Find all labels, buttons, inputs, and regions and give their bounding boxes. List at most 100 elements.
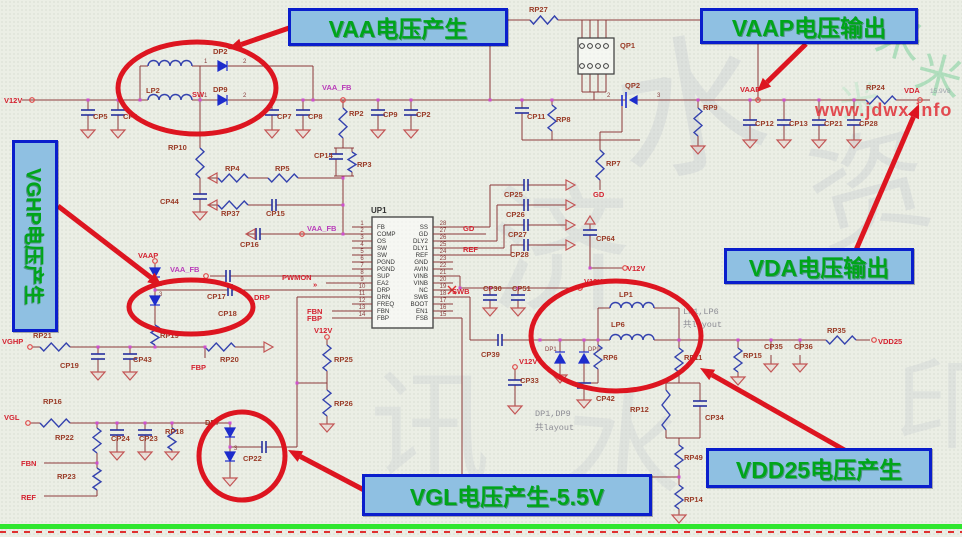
component-ref: RP25 [334,355,353,364]
ic-pin-number: 23 [440,256,447,262]
label: 共layout [683,320,722,330]
net-node [871,337,877,343]
component-ref: CP30 [483,284,502,293]
ground-symbol [79,129,97,139]
ic-pin-name: SS [420,224,428,231]
label: DP9 [588,347,600,353]
ic-pin-name: VINB [414,273,428,280]
ic-pin-number: 17 [440,298,447,304]
net-label: FBN [307,307,322,316]
watermark-glyph: 水 [558,375,690,524]
resistor [321,389,333,417]
resistor [217,172,249,184]
component-ref: LP1 [619,290,633,299]
component-ref: RP22 [55,433,74,442]
label: 1 [204,93,208,99]
connector-arrow-right [565,218,577,232]
component-ref: RP16 [43,397,62,406]
ic-pin-number: 25 [440,242,447,248]
highlight-ellipse [196,409,288,503]
label: DP1 [545,347,557,353]
ic-pin-name: BOOT [410,301,428,308]
diode [148,295,162,307]
resistor [217,199,249,211]
component-ref: CP12 [755,119,774,128]
resistor [91,427,103,454]
ic-pin-number: 3 [360,235,364,241]
component-ref: CP6 [123,112,138,121]
component-ref: CP15 [266,209,285,218]
net-label: DRP [254,293,270,302]
component-ref: RP37 [221,209,240,218]
net-node [25,420,31,426]
net-label: V12V [519,357,537,366]
component-ref: CP17 [207,292,226,301]
ground-symbol [294,129,312,139]
component-ref: RP26 [334,399,353,408]
ic-pin-name: SW [377,252,387,259]
ground-symbol [191,211,209,221]
resistor [39,341,71,353]
label: 2 [607,93,611,99]
label: DP1,DP9 [535,409,571,419]
ground-symbol [263,129,281,139]
net-label: V12V [314,326,332,335]
ic-pin-number: 13 [359,305,366,311]
bottom-red-dashes [0,531,962,533]
ic-pin-number: 2 [360,228,364,234]
net-node [622,265,628,271]
component-ref: DP9 [213,85,228,94]
diode [553,351,567,364]
ic-pin-name: DLY2 [413,238,429,245]
component-ref: CP28 [859,119,878,128]
ic-pin-number: 11 [359,291,366,297]
ground-symbol [775,139,793,149]
ground-symbol [670,514,688,524]
watermark-glyph: 资 [794,108,946,273]
diode [223,427,237,439]
component-ref: RP14 [684,495,704,504]
label: 3 [657,93,661,99]
red-overlay [56,24,919,503]
component-ref: CP44 [160,197,180,206]
resistor [194,147,206,179]
ic-pin-number: 18 [440,291,447,297]
net-label: FBP [191,363,206,372]
ic-pin-name: EA2 [377,280,389,287]
ic-pin-name: COMP [377,231,396,238]
component-ref: LP6 [611,320,625,329]
label: 3 [159,292,163,298]
ic-pin-name: GD [419,231,429,238]
label: LP1,LP6 [683,307,719,317]
ground-symbol [109,129,127,139]
ic-pin-name: PGND [377,259,395,266]
component-ref: CP9 [383,110,398,119]
ic-pin-name: NC [419,287,428,294]
ic-pin-number: 15 [440,312,447,318]
diode [217,93,229,107]
component-ref: RP10 [168,143,187,152]
ic-pin-name: DRN [377,294,390,301]
component-ref: RP2 [349,109,364,118]
net-node [203,273,209,279]
ic-pin-number: 20 [440,277,447,283]
net-node [340,97,346,103]
resistor [529,14,559,26]
net-label: VGHP [2,337,23,346]
ic-pin-name: FBP [377,315,389,322]
component-ref: RP9 [703,103,718,112]
component-ref: DP2 [213,47,228,56]
component-ref: LP2 [146,86,160,95]
label: VAA_FB [307,224,337,233]
resistor [546,104,558,132]
ic-pin-name: FBN [377,308,389,315]
inductor [609,333,655,341]
callout-arrow [710,372,850,455]
ground-symbol [810,139,828,149]
watermark-glyph: 讯 [370,360,490,499]
ic-pin-name: SUP [377,273,390,280]
resistor [594,149,606,181]
component-ref: CP35 [764,342,783,351]
highlight-ellipse [528,278,704,394]
ground-symbol [108,451,126,461]
